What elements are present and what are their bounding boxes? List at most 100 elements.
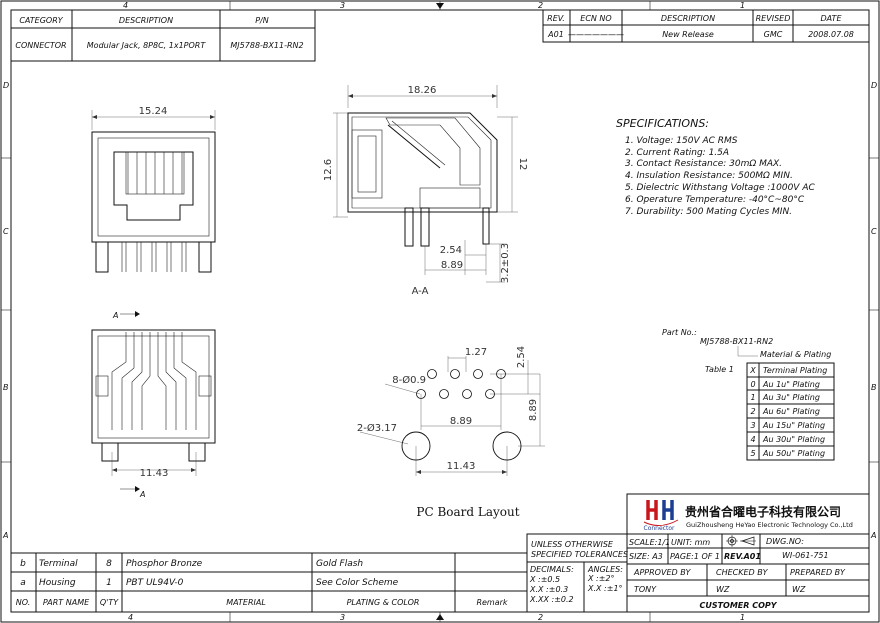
bom-row-2-no: a bbox=[20, 578, 26, 588]
angles-2: X.X :±1° bbox=[587, 584, 623, 593]
size-value: SIZE: A3 bbox=[629, 552, 663, 561]
bom-row-1-name: Terminal bbox=[39, 559, 78, 569]
dim-side-height-left: 12.6 bbox=[323, 159, 334, 181]
plating-row-0-code: 0 bbox=[750, 380, 755, 389]
unit-value: UNIT: mm bbox=[671, 538, 710, 547]
rev-description-header: DESCRIPTION bbox=[661, 14, 715, 23]
bom-header-plating: PLATING & COLOR bbox=[347, 598, 420, 607]
zone-side-a-right: A bbox=[870, 531, 876, 540]
checked-label: CHECKED BY bbox=[716, 568, 769, 577]
plating-row-2-value: Au 6u" Plating bbox=[762, 407, 820, 416]
pcb-hole-small-label: 8-Ø0.9 bbox=[392, 374, 426, 386]
dwg-number: WI-061-751 bbox=[782, 551, 829, 560]
zone-top-2: 2 bbox=[538, 1, 543, 10]
pcb-dim-889: 8.89 bbox=[450, 416, 472, 427]
ecn-value: ——————— bbox=[568, 30, 624, 39]
zone-side-b: B bbox=[3, 383, 9, 392]
dim-side-length: 18.26 bbox=[408, 85, 437, 96]
revised-header: REVISED bbox=[756, 14, 791, 23]
pcb-layout: 8-Ø0.9 2-Ø3.17 1.27 2.54 8.89 8.89 bbox=[357, 346, 545, 519]
prepared-label: PREPARED BY bbox=[790, 568, 846, 577]
tolerance-title-1: UNLESS OTHERWISE bbox=[531, 540, 614, 549]
zone-side-b-right: B bbox=[871, 383, 877, 392]
company-logo-text: Connector bbox=[644, 525, 675, 532]
rev-header: REV. bbox=[547, 14, 565, 23]
zone-top-1: 1 bbox=[740, 1, 745, 10]
bottom-view: A 11.43 A bbox=[91, 311, 216, 499]
company-block: Connector 贵州省合曜电子科技有限公司 GuiZhousheng HeY… bbox=[626, 493, 870, 535]
specifications: SPECIFICATIONS: 1. Voltage: 150V AC RMS … bbox=[616, 117, 815, 217]
zone-side-c: C bbox=[3, 227, 9, 236]
bom-header-name: PART NAME bbox=[43, 598, 90, 607]
plating-row-5-code: 5 bbox=[750, 449, 755, 458]
zone-top-3: 3 bbox=[340, 1, 345, 10]
plating-annotation: Material & Plating bbox=[760, 350, 831, 359]
bom-row-1-plating: Gold Flash bbox=[316, 559, 363, 569]
tolerance-block: UNLESS OTHERWISE SPECIFIED TOLERANCES DE… bbox=[526, 533, 628, 613]
dim-side-height-right: 12 bbox=[517, 158, 528, 171]
part-no-value: MJ5788-BX11-RN2 bbox=[700, 337, 773, 346]
bom-row-1-qty: 8 bbox=[106, 559, 112, 569]
pn-value: MJ5788-BX11-RN2 bbox=[230, 41, 303, 50]
angles-1: X :±2° bbox=[587, 574, 615, 583]
date-header: DATE bbox=[821, 14, 843, 23]
category-value: CONNECTOR bbox=[15, 41, 66, 50]
dim-front-width: 15.24 bbox=[139, 106, 168, 117]
plating-row-4-value: Au 30u" Plating bbox=[762, 435, 825, 444]
company-name-en: GuiZhousheng HeYao Electronic Technology… bbox=[686, 521, 853, 529]
zone-top-4: 4 bbox=[123, 1, 128, 10]
bom-row-2-qty: 1 bbox=[106, 578, 112, 588]
scale-value: SCALE:1/1 bbox=[629, 538, 670, 547]
company-logo bbox=[642, 500, 679, 526]
plating-table-title: Table 1 bbox=[705, 365, 734, 374]
dim-side-254: 2.54 bbox=[440, 245, 462, 256]
zone-side-c-right: C bbox=[871, 227, 877, 236]
revision-block: REV. ECN NO DESCRIPTION REVISED DATE A01… bbox=[542, 9, 870, 43]
plating-table: Table 1 X Terminal Plating 0 Au 1u" Plat… bbox=[705, 362, 835, 461]
description-value: Modular Jack, 8P8C, 1x1PORT bbox=[87, 41, 207, 50]
pcb-hole-large-label: 2-Ø3.17 bbox=[357, 422, 397, 434]
part-number-code: Part No.: MJ5788-BX11-RN2 Material & Pla… bbox=[662, 328, 831, 359]
plating-row-1-code: 1 bbox=[750, 393, 755, 402]
rev-value: A01 bbox=[547, 30, 564, 39]
pcb-dim-127: 1.27 bbox=[465, 347, 487, 358]
spec-item-1: 1. Voltage: 150V AC RMS bbox=[625, 136, 738, 146]
pcb-dim-254: 2.54 bbox=[516, 346, 527, 368]
zone-side-d: D bbox=[3, 81, 9, 90]
dim-bottom-width: 11.43 bbox=[140, 468, 169, 479]
zone-side-d-right: D bbox=[871, 81, 877, 90]
bom-row-2-plating: See Color Scheme bbox=[316, 578, 399, 588]
dwg-label: DWG.NO: bbox=[766, 537, 804, 546]
bom-row-1-no: b bbox=[20, 559, 26, 569]
pn-header: P/N bbox=[255, 16, 269, 25]
spec-item-4: 4. Insulation Resistance: 500MΩ MIN. bbox=[625, 171, 793, 181]
zone-bottom-4: 4 bbox=[128, 613, 133, 622]
company-name-cn: 贵州省合曜电子科技有限公司 bbox=[685, 504, 841, 519]
plating-row-3-code: 3 bbox=[750, 421, 755, 430]
revised-value: GMC bbox=[764, 30, 783, 39]
tolerance-title-2: SPECIFIED TOLERANCES bbox=[531, 550, 628, 559]
spec-item-3: 3. Contact Resistance: 30mΩ MAX. bbox=[625, 159, 782, 169]
plating-row-3-value: Au 15u" Plating bbox=[762, 421, 825, 430]
approved-by: TONY bbox=[634, 585, 657, 594]
approval-block: APPROVED BY CHECKED BY PREPARED BY TONY … bbox=[626, 563, 870, 613]
spec-title: SPECIFICATIONS: bbox=[616, 117, 709, 130]
spec-item-7: 7. Durability: 500 Mating Cycles MIN. bbox=[625, 207, 792, 217]
decimals-3: X.XX :±0.2 bbox=[529, 595, 574, 604]
zone-bottom-3: 3 bbox=[340, 613, 345, 622]
section-mark-top: A bbox=[112, 311, 118, 320]
pcb-dim-1143: 11.43 bbox=[447, 461, 476, 472]
customer-copy-label: CUSTOMER COPY bbox=[699, 601, 777, 610]
plating-header-terminal: Terminal Plating bbox=[763, 366, 827, 375]
plating-row-1-value: Au 3u" Plating bbox=[762, 393, 820, 402]
checked-by: WZ bbox=[716, 585, 730, 594]
side-view: 18.26 12.6 12 2.54 8.89 3.2±0.3 A-A bbox=[323, 85, 528, 297]
rev-display: REV.A01 bbox=[724, 552, 761, 561]
category-header: CATEGORY bbox=[19, 16, 63, 25]
plating-row-2-code: 2 bbox=[750, 407, 755, 416]
bom-header-no: NO. bbox=[16, 598, 31, 607]
zone-bottom-2: 2 bbox=[538, 613, 543, 622]
spec-item-5: 5. Dielectric Withstang Voltage :1000V A… bbox=[625, 183, 815, 193]
